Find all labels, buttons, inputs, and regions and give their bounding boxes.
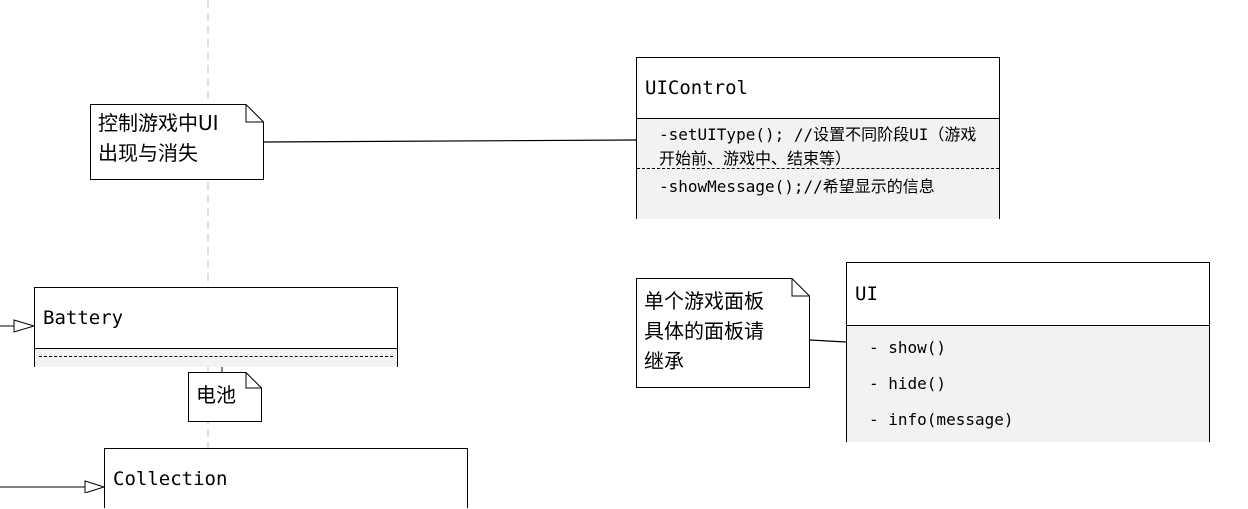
ui-method-info: - info(message) [869,410,1014,429]
battery-inheritance-arrow [13,319,36,333]
battery-class-name: Battery [35,288,397,349]
ui-methods: - show() - hide() - info(message) [847,326,1209,442]
ui-note: 单个游戏面板 具体的面板请 继承 [636,278,810,388]
ui-method-show: - show() [869,338,947,357]
collection-inheritance-arrow [84,480,106,493]
uicontrol-method-showmessage: -showMessage();//希望显示的信息 [659,177,935,196]
ui-note-connector [809,339,847,343]
ui-class-name: UI [847,263,1209,326]
note-shape [90,104,264,180]
note-shape [636,278,810,388]
uicontrol-method-settype: -setUIType(); //设置不同阶段UI（游戏开始前、游戏中、结束等） [637,119,999,169]
note-shape [188,372,262,422]
battery-note: 电池 [188,372,262,422]
uicontrol-note-text: 控制游戏中UI 出现与消失 [98,111,219,165]
battery-divider [39,356,393,357]
uicontrol-class-name: UIControl [637,58,999,119]
battery-class[interactable]: Battery [34,287,398,367]
uicontrol-class[interactable]: UIControl -setUIType(); //设置不同阶段UI（游戏开始前… [636,57,1000,219]
uicontrol-methods: -setUIType(); //设置不同阶段UI（游戏开始前、游戏中、结束等） … [637,119,999,219]
battery-note-text: 电池 [196,383,236,407]
uicontrol-note-connector [263,139,637,143]
battery-compartments [35,349,397,367]
ui-method-hide: - hide() [869,374,947,393]
uicontrol-note: 控制游戏中UI 出现与消失 [90,104,264,180]
ui-class[interactable]: UI - show() - hide() - info(message) [846,262,1210,442]
ui-note-text: 单个游戏面板 具体的面板请 继承 [644,289,764,373]
collection-class-name: Collection [105,449,467,509]
collection-class[interactable]: Collection [104,448,468,509]
